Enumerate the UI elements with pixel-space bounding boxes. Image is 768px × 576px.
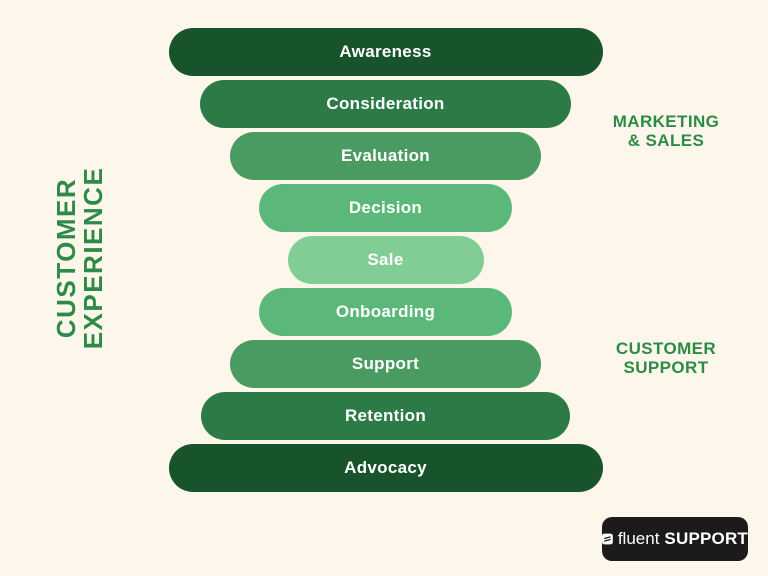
funnel-stage-consideration: Consideration: [200, 80, 571, 128]
label-marketing-sales-line2: & SALES: [627, 131, 705, 151]
funnel-stage-advocacy: Advocacy: [168, 444, 603, 492]
funnel-stage-sale: Sale: [287, 236, 484, 284]
logo-brand-regular: fluent: [617, 529, 660, 548]
funnel-stage-retention: Retention: [201, 392, 570, 440]
funnel-stage-onboarding: Onboarding: [259, 288, 512, 336]
label-customer-support: CUSTOMER SUPPORT: [595, 339, 737, 377]
funnel-stage-decision: Decision: [259, 184, 512, 232]
logo-brand-bold: SUPPORT: [664, 529, 748, 548]
label-marketing-sales-line1: MARKETING: [612, 112, 720, 131]
funnel-stage-support: Support: [230, 340, 541, 388]
funnel: Awareness Consideration Evaluation Decis…: [0, 28, 768, 492]
funnel-stage-evaluation: Evaluation: [230, 132, 541, 180]
label-customer-support-line2: SUPPORT: [623, 358, 709, 378]
fluent-support-icon: [602, 533, 613, 545]
label-marketing-sales: MARKETING & SALES: [595, 112, 737, 150]
funnel-stage-awareness: Awareness: [168, 28, 603, 76]
label-customer-support-line1: CUSTOMER: [615, 339, 717, 358]
